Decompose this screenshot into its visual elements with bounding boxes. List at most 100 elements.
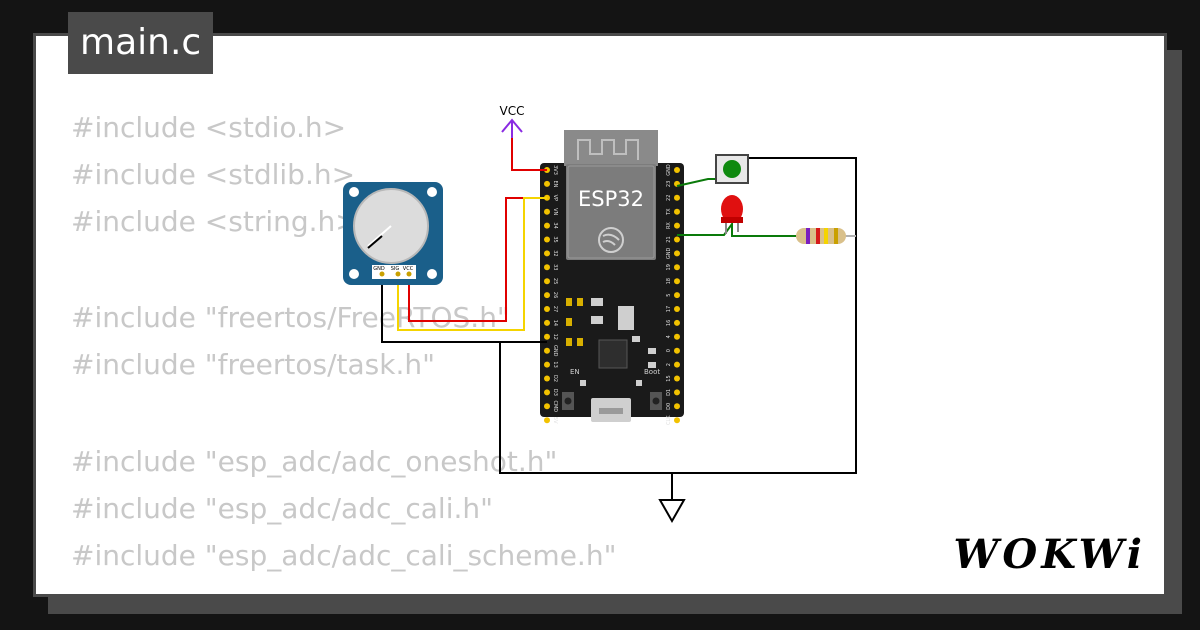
right-pin-label-11: 16 [666, 320, 672, 326]
code-line-6: #include "freertos/task.h" [71, 348, 435, 381]
code-line-1: #include <stdio.h> [71, 111, 347, 144]
right-pin-9[interactable] [674, 292, 680, 299]
left-pin-label-0: 3V3 [552, 165, 558, 175]
left-pin-18[interactable] [544, 417, 550, 424]
left-pin-label-1: EN [552, 180, 558, 187]
left-pin-label-12: 12 [552, 334, 558, 340]
left-pin-10[interactable] [544, 306, 550, 312]
right-pin-7[interactable] [674, 264, 680, 271]
right-pin-label-2: 22 [666, 195, 672, 201]
left-pin-9[interactable] [544, 292, 550, 299]
right-pin-17[interactable] [674, 403, 680, 410]
code-line-3: #include <string.h> [71, 205, 359, 238]
left-pin-4[interactable] [544, 222, 550, 229]
boot-button[interactable] [650, 392, 662, 410]
left-pin-label-18: 5V [552, 417, 558, 424]
right-pin-label-5: 21 [666, 236, 672, 242]
left-pin-label-7: 33 [552, 264, 558, 270]
vcc-label: VCC [500, 104, 525, 118]
code-line-8: #include "esp_adc/adc_oneshot.h" [71, 445, 558, 478]
left-pin-6[interactable] [544, 250, 550, 257]
boot-label: Boot [644, 368, 660, 376]
left-pin-12[interactable] [544, 333, 550, 340]
pot-pin-label-gnd: GND [373, 266, 385, 272]
en-button[interactable] [562, 392, 574, 410]
wokwi-logo: WOKWi [953, 531, 1146, 578]
code-line-2: #include <stdlib.h> [71, 158, 356, 191]
right-pin-4[interactable] [674, 222, 680, 229]
potentiometer[interactable]: GND SIG VCC [343, 182, 443, 285]
right-pin-5[interactable] [674, 236, 680, 243]
pot-pin-label-vcc: VCC [403, 266, 414, 272]
code-line-5: #include "freertos/FreeRTOS.h" [71, 301, 510, 334]
resistor [796, 228, 846, 244]
en-label: EN [570, 368, 580, 376]
left-pin-3[interactable] [544, 208, 550, 215]
left-pin-label-15: D2 [552, 375, 558, 382]
left-pin-label-13: GND [552, 345, 558, 357]
left-pin-13[interactable] [544, 347, 550, 354]
right-pin-label-3: TX [666, 208, 672, 216]
left-pin-label-3: VN [552, 208, 558, 215]
pot-knob-indicator [367, 235, 383, 249]
right-pin-3[interactable] [674, 208, 680, 215]
left-pin-14[interactable] [544, 361, 550, 368]
left-pin-label-5: 35 [552, 236, 558, 242]
right-pin-label-13: 0 [666, 349, 672, 352]
right-pin-label-17: D0 [666, 403, 672, 410]
right-pin-2[interactable] [674, 194, 680, 201]
right-pin-label-16: D1 [666, 389, 672, 396]
push-button[interactable] [715, 154, 749, 184]
right-pin-18[interactable] [674, 417, 680, 424]
esp32-label: ESP32 [578, 187, 644, 211]
left-pin-17[interactable] [544, 403, 550, 410]
right-pin-11[interactable] [674, 319, 680, 326]
right-pin-10[interactable] [674, 306, 680, 312]
right-pin-16[interactable] [674, 389, 680, 396]
right-pin-label-6: GND [666, 248, 672, 260]
red-led [721, 195, 743, 234]
left-pin-5[interactable] [544, 236, 550, 243]
right-pin-label-10: 17 [666, 306, 672, 312]
right-pin-label-15: 15 [666, 375, 672, 381]
left-pin-label-4: 34 [552, 222, 558, 228]
left-pin-label-14: 13 [552, 361, 558, 367]
circuit-diagram[interactable]: VCC ESP32 [36, 36, 1167, 597]
file-tab[interactable]: main.c [68, 12, 214, 74]
left-pin-15[interactable] [544, 375, 550, 382]
right-pin-14[interactable] [674, 361, 680, 368]
right-pin-label-9: 5 [666, 294, 672, 297]
right-pin-label-8: 18 [666, 278, 672, 284]
left-pin-label-6: 32 [552, 250, 558, 256]
right-pin-6[interactable] [674, 250, 680, 257]
esp32-board[interactable]: ESP32 EN Boot [540, 130, 684, 425]
right-pin-12[interactable] [674, 333, 680, 340]
left-pin-label-11: 14 [552, 320, 558, 326]
right-pin-label-18: CLK [666, 415, 672, 425]
pot-pin-label-sig: SIG [391, 266, 400, 272]
espressif-logo-icon [598, 227, 624, 253]
right-pin-15[interactable] [674, 375, 680, 382]
right-pin-label-1: 23 [666, 181, 672, 187]
right-pin-label-4: RX [666, 222, 672, 229]
right-pin-8[interactable] [674, 278, 680, 285]
left-pin-header: 3V3ENVPVN343532332526271412GND13D2D3CMD5… [544, 165, 558, 424]
right-pin-label-7: 19 [666, 264, 672, 270]
right-pin-label-0: GND [666, 164, 672, 176]
code-line-9: #include "esp_adc/adc_cali.h" [71, 492, 493, 525]
left-pin-label-16: D3 [552, 389, 558, 396]
right-pin-0[interactable] [674, 167, 680, 173]
left-pin-11[interactable] [544, 319, 550, 326]
vcc-symbol: VCC [500, 104, 525, 138]
left-pin-label-17: CMD [552, 400, 558, 412]
left-pin-7[interactable] [544, 264, 550, 271]
left-pin-label-9: 26 [552, 292, 558, 298]
right-pin-label-12: 4 [666, 335, 672, 338]
project-card: #include <stdio.h> #include <stdlib.h> #… [33, 33, 1167, 597]
left-pin-1[interactable] [544, 180, 550, 187]
right-pin-13[interactable] [674, 347, 680, 354]
left-pin-label-10: 27 [552, 306, 558, 312]
code-line-10: #include "esp_adc/adc_cali_scheme.h" [71, 539, 617, 572]
left-pin-16[interactable] [544, 389, 550, 396]
left-pin-8[interactable] [544, 278, 550, 285]
